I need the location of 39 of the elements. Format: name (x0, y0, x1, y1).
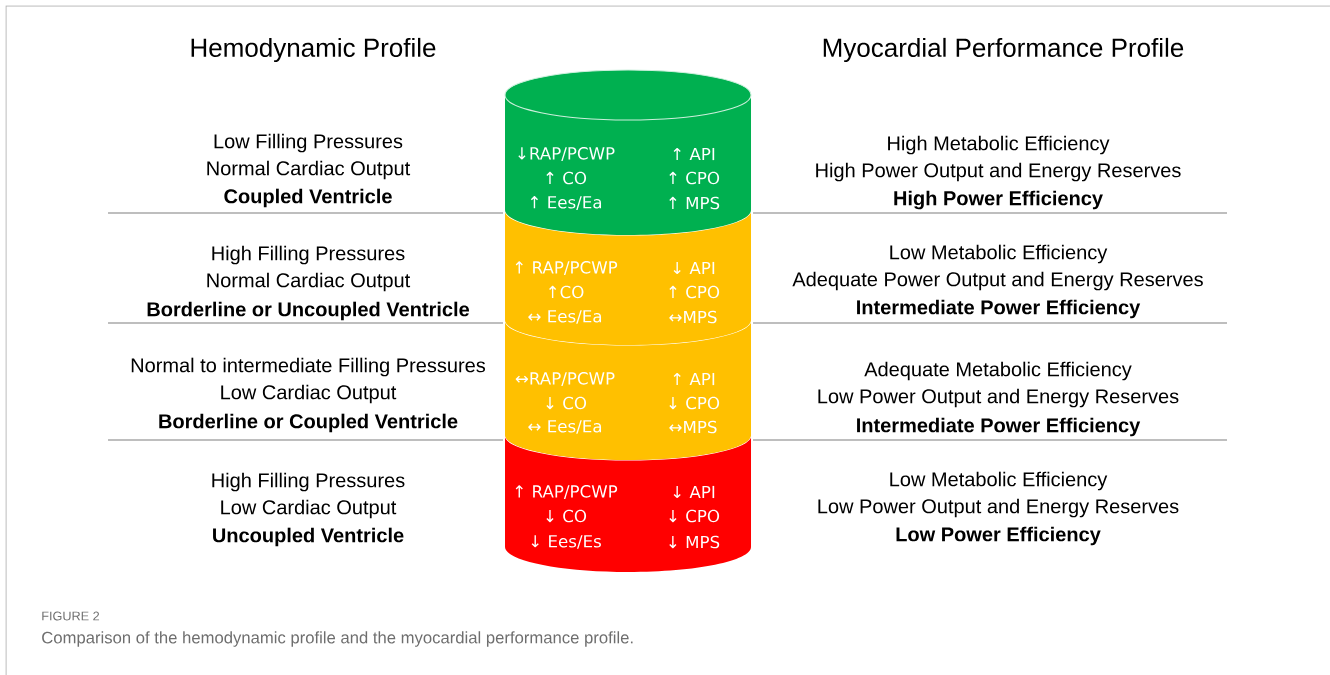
profile-text: Intermediate Power Efficiency (857, 299, 1141, 319)
node-label: ↓ API (673, 261, 715, 275)
node-label: ↓ CO (546, 396, 587, 410)
profile-text: Low Cardiac Output (221, 384, 397, 404)
caption: Comparison of the hemodynamic profile and the myocardial performance profile. (42, 631, 633, 647)
node-label: ↑ API (673, 372, 715, 386)
profile-text: Low Cardiac Output (221, 499, 397, 519)
profile-text: Coupled Ventricle (224, 188, 392, 208)
profile-text: Intermediate Power Efficiency (857, 417, 1141, 437)
profile-text: High Power Output and Energy Reserves (816, 162, 1181, 182)
profile-text: Adequate Metabolic Efficiency (864, 361, 1132, 381)
profile-text: Low Metabolic Efficiency (890, 471, 1108, 491)
profile-text: Normal to intermediate Filling Pressures (131, 357, 486, 377)
heading: Myocardial Performance Profile (823, 37, 1184, 63)
node-label: ↔RAP/PCWP (515, 372, 615, 386)
profile-text: Normal Cardiac Output (207, 272, 411, 292)
figure-number: FIGURE 2 (42, 611, 100, 621)
profile-text: Uncoupled Ventricle (213, 527, 404, 547)
profile-text: Borderline or Coupled Ventricle (159, 413, 458, 433)
profile-text: Low Filling Pressures (214, 133, 403, 153)
profile-text: Low Power Output and Energy Reserves (818, 498, 1179, 518)
node-label: ↔ Ees/Ea (528, 420, 602, 434)
heading: Hemodynamic Profile (191, 37, 436, 63)
profile-text: Low Power Efficiency (896, 526, 1101, 546)
node-label: ↓ CPO (669, 396, 720, 410)
node-label: ↑ CPO (669, 285, 720, 299)
node-label: ↔MPS (669, 420, 717, 434)
profile-text: High Filling Pressures (212, 245, 405, 265)
profile-text: Adequate Power Output and Energy Reserves (792, 271, 1203, 291)
node-label: ↑ RAP/PCWP (515, 261, 618, 275)
profile-text: High Power Efficiency (894, 190, 1103, 210)
profile-text: High Filling Pressures (212, 472, 405, 492)
profile-text: Borderline or Uncoupled Ventricle (147, 301, 470, 321)
profile-text: Low Power Output and Energy Reserves (818, 388, 1179, 408)
profile-text: Low Metabolic Efficiency (890, 244, 1108, 264)
profile-text: Normal Cardiac Output (207, 160, 411, 180)
cylinder-segment: ↓RAP/PCWP ↑ API ↑ CO ↑ CPO ↑ Ees/Ea ↑ MPS (504, 69, 752, 235)
node-label: ↑CO (549, 285, 584, 299)
profile-text: High Metabolic Efficiency (888, 135, 1110, 155)
